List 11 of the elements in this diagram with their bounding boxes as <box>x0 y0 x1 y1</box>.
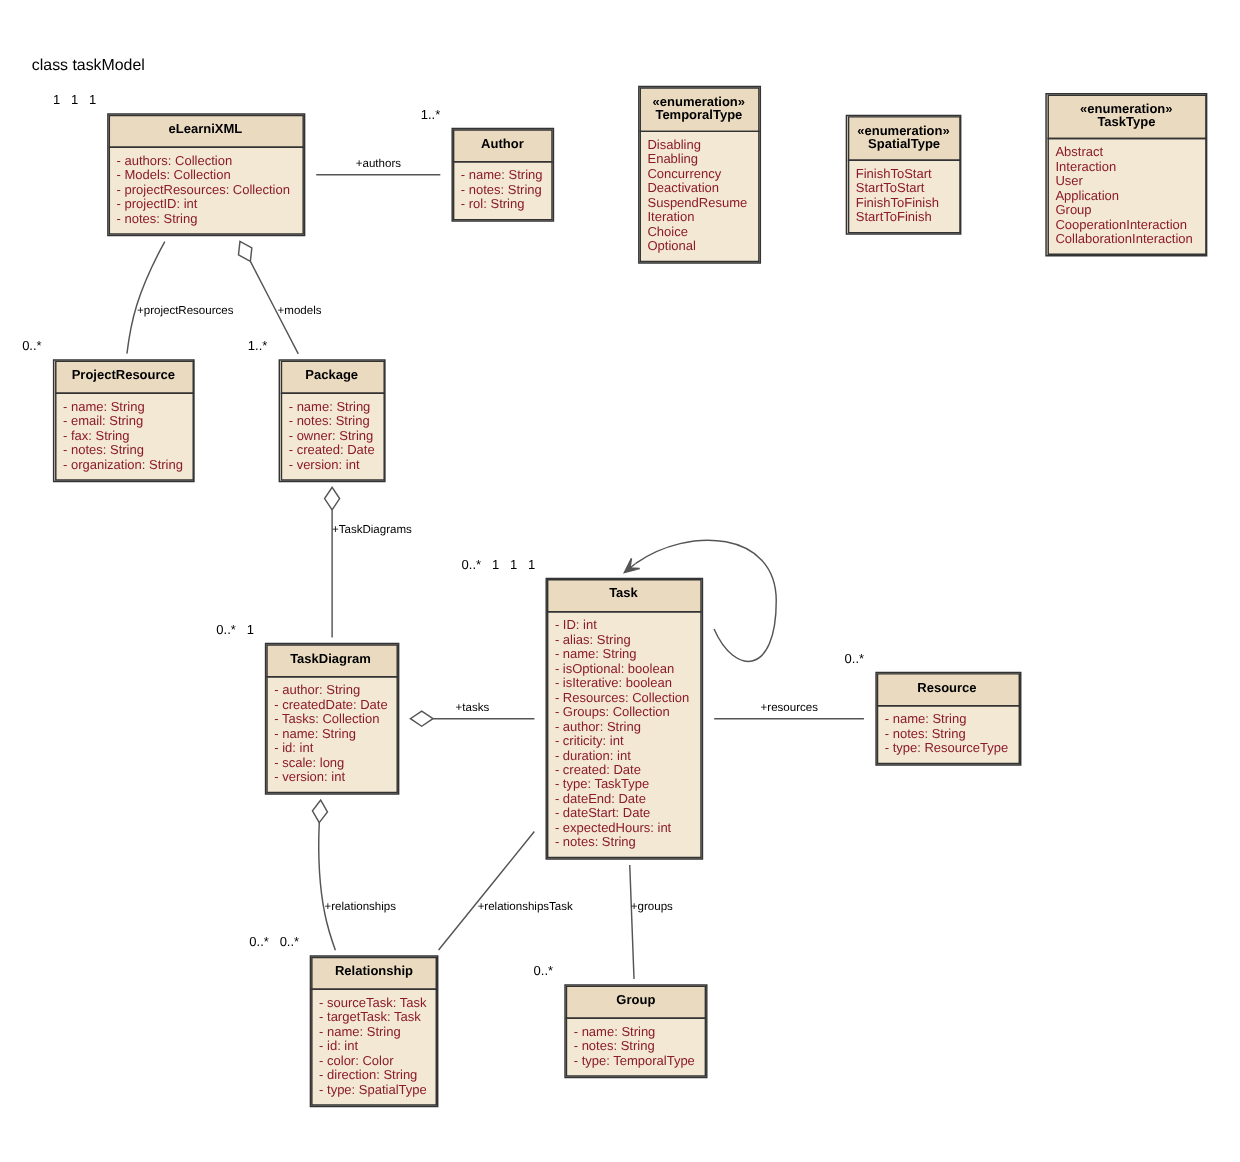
connector <box>409 709 536 727</box>
connector <box>629 863 635 979</box>
connector <box>126 239 166 354</box>
connector <box>237 239 299 354</box>
arrow <box>623 538 777 661</box>
connector <box>323 484 341 638</box>
connector <box>311 797 337 950</box>
connector <box>713 717 865 719</box>
connector <box>315 173 442 175</box>
connector <box>437 829 536 950</box>
diagram-title: class taskModel <box>31 55 145 74</box>
